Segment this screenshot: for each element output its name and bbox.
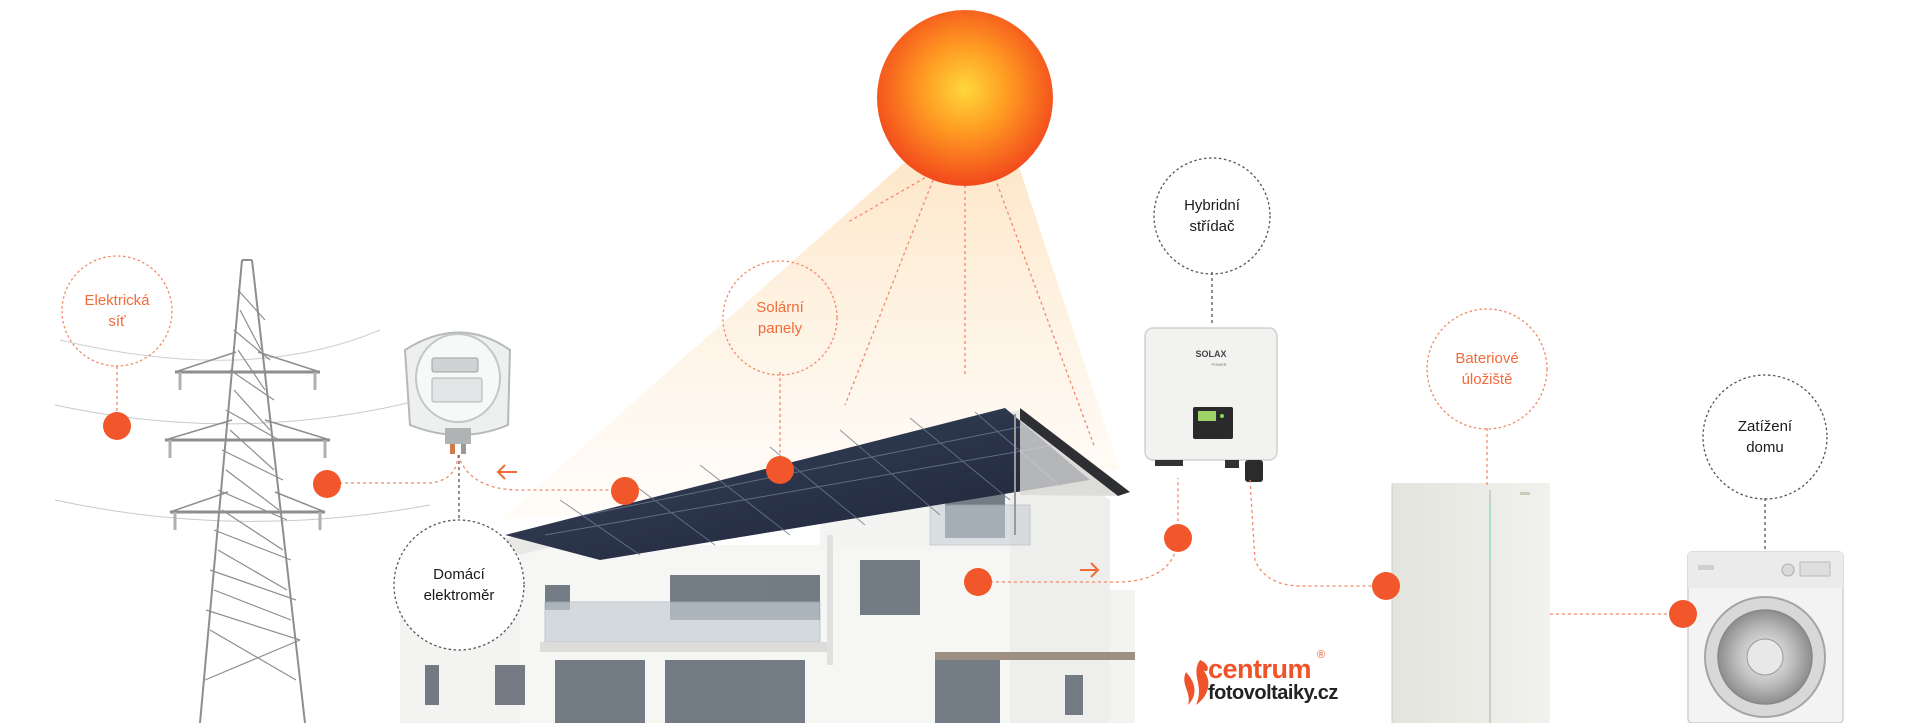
- inverter-icon: SOLAX POWER: [1144, 327, 1278, 482]
- label-electric-grid: Elektrická síť: [84, 292, 150, 330]
- label-connectors: [458, 272, 1766, 552]
- inverter-sub: POWER: [1211, 362, 1226, 367]
- flame-logo-icon: [1184, 660, 1209, 705]
- power-pylon-icon: [54, 259, 431, 723]
- washing-machine-icon: [1687, 551, 1844, 723]
- house-icon: [400, 408, 1135, 723]
- arrow-right-icon: [1080, 562, 1100, 578]
- logo-line1: centrum: [1208, 654, 1312, 684]
- electric-meter-icon: [403, 331, 512, 454]
- logo-registered: ®: [1317, 649, 1326, 661]
- sun-rays: [844, 174, 1096, 449]
- label-circles: [61, 157, 1828, 651]
- inverter-brand: SOLAX: [1195, 349, 1226, 359]
- logo-line2: fotovoltaiky.cz: [1208, 682, 1338, 704]
- connection-dots: [103, 412, 1697, 628]
- label-battery-storage: Bateriové úložiště: [1455, 350, 1519, 388]
- label-solar-panels: Solární panely: [756, 299, 804, 337]
- battery-icon: [1391, 483, 1550, 723]
- label-hybrid-inverter: Hybridní střídač: [1184, 197, 1240, 235]
- sun-icon: [877, 10, 1053, 186]
- arrow-left-icon: [496, 464, 517, 480]
- label-house-load: Zatížení domu: [1737, 418, 1793, 456]
- label-home-meter: Domácí elektroměr: [423, 566, 495, 604]
